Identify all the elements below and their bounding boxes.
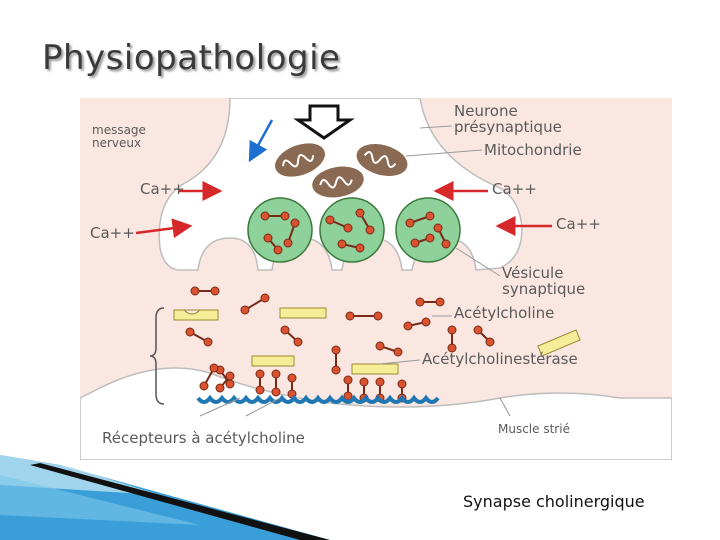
label-vesicule-synaptique: Vésicule synaptique <box>502 264 586 298</box>
mitochondria-group <box>275 143 408 198</box>
calcium-arrow-left-2 <box>135 218 193 239</box>
nerve-message-arrow <box>248 119 274 163</box>
figure-caption: Synapse cholinergique <box>463 492 645 511</box>
label-leader-lines <box>199 125 511 417</box>
muscle-membrane <box>79 367 673 461</box>
label-neurone-presynaptique: Neurone présynaptique <box>454 102 562 136</box>
slide-title: Physiopathologie <box>42 38 341 78</box>
acetylcholine-molecules <box>185 286 495 389</box>
acetylcholinesterase-enzymes <box>173 307 581 375</box>
label-recepteurs: Récepteurs à acétylcholine <box>102 429 305 447</box>
synapse-diagram: message nerveux Neurone présynaptique Mi… <box>79 97 673 461</box>
synaptic-cleft-bracket <box>149 307 165 405</box>
label-ca-right-1: Ca++ <box>492 180 537 198</box>
label-mitochondrie: Mitochondrie <box>484 141 582 159</box>
label-ca-left-1: Ca++ <box>140 180 185 198</box>
label-muscle-strie: Muscle strié <box>498 422 570 436</box>
label-ca-right-2: Ca++ <box>556 215 601 233</box>
synaptic-vesicles <box>247 197 461 263</box>
label-acetylcholine: Acétylcholine <box>454 304 555 322</box>
label-acetylcholinesterase: Acétylcholinestérase <box>422 350 578 368</box>
footer-decoration <box>0 455 330 540</box>
signal-arrow-icon <box>293 104 355 140</box>
label-ca-left-2: Ca++ <box>90 224 135 242</box>
receptor-membrane <box>196 394 440 404</box>
label-message-nerveux: message nerveux <box>92 123 146 150</box>
synapse-diagram-svg <box>79 97 673 461</box>
